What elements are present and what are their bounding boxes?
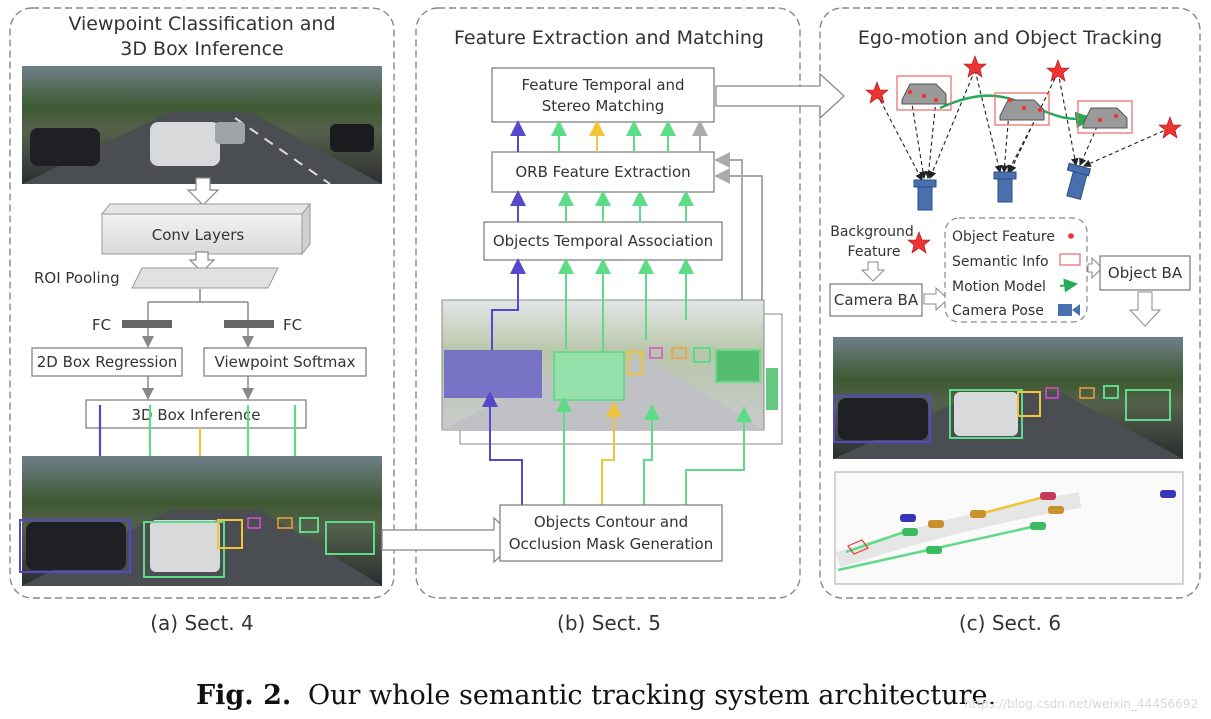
conv-layers-block: Conv Layers <box>100 202 312 256</box>
object-ba-label: Object BA <box>1108 264 1183 282</box>
tracking-result-photo <box>833 337 1183 459</box>
roi-pooling-block <box>131 267 279 289</box>
legend-box <box>944 217 1088 323</box>
background-feature-line2: Feature <box>848 244 901 260</box>
contour-mask-node <box>499 504 723 562</box>
conv-layers-label: Conv Layers <box>152 226 245 244</box>
right-arrow-icon <box>923 286 949 312</box>
legend-camera-pose: Camera Pose <box>952 303 1044 319</box>
fc-left-label: FC <box>92 316 111 334</box>
box-inference-node <box>85 399 307 429</box>
temporal-matching-line1: Feature Temporal and <box>521 76 684 94</box>
temporal-matching-line2: Stereo Matching <box>542 97 665 115</box>
background-feature-line1: Background <box>830 224 914 240</box>
contour-mask-line2: Occlusion Mask Generation <box>509 535 714 553</box>
motion-arrow-icon <box>1059 278 1078 293</box>
fc-left-block <box>122 320 172 328</box>
road-photo-input <box>22 66 382 185</box>
masked-road-photo <box>442 347 778 430</box>
tracking-illustration <box>865 55 1182 211</box>
temporal-matching-node <box>491 67 715 123</box>
camera-icon <box>1058 304 1080 316</box>
right-arrow-icon <box>1087 256 1103 280</box>
panel-a-title-line2: 3D Box Inference <box>120 38 283 60</box>
camera-ba-label: Camera BA <box>834 291 919 309</box>
panel-b-label: (b) Sect. 5 <box>557 611 661 635</box>
viewpoint-softmax-node <box>203 347 367 377</box>
panel-c-title: Ego-motion and Object Tracking <box>858 27 1162 49</box>
down-arrow-icon <box>188 251 216 273</box>
figure-caption: Our whole semantic tracking system archi… <box>308 680 996 711</box>
panel-b-title: Feature Extraction and Matching <box>454 27 764 49</box>
star-icon <box>907 231 931 254</box>
arrow-b-to-c <box>715 72 845 120</box>
orb-extraction-node <box>491 151 715 193</box>
top-view-trajectory-map <box>834 471 1184 585</box>
legend-motion-model: Motion Model <box>952 279 1046 295</box>
road-photo-detections <box>19 456 382 586</box>
panel-a-label: (a) Sect. 4 <box>150 611 254 635</box>
box-regression-node <box>31 347 183 377</box>
down-arrow-icon <box>860 261 886 282</box>
roi-pooling-label: ROI Pooling <box>34 269 120 287</box>
panel-a-title-line1: Viewpoint Classification and <box>68 13 335 35</box>
feature-dot-icon <box>1068 233 1074 239</box>
object-ba-node <box>1099 255 1191 291</box>
box-inference-label: 3D Box Inference <box>131 406 260 424</box>
contour-mask-line1: Objects Contour and <box>534 513 688 531</box>
down-arrow-icon <box>1128 291 1162 327</box>
semantic-box-icon <box>1059 253 1081 266</box>
orb-extraction-label: ORB Feature Extraction <box>515 163 690 181</box>
watermark-text: https://blog.csdn.net/weixin_44456692 <box>964 697 1198 711</box>
temporal-association-label: Objects Temporal Association <box>493 232 713 250</box>
legend-semantic-info: Semantic Info <box>952 254 1049 270</box>
legend-object-feature: Object Feature <box>952 229 1055 245</box>
figure-number: Fig. 2. <box>196 680 291 711</box>
down-arrow-icon <box>186 177 220 206</box>
panel-c-label: (c) Sect. 6 <box>959 611 1061 635</box>
fc-right-label: FC <box>283 316 302 334</box>
box-regression-label: 2D Box Regression <box>37 353 178 371</box>
viewpoint-softmax-label: Viewpoint Softmax <box>215 353 356 371</box>
camera-ba-node <box>829 283 923 317</box>
fc-right-block <box>224 320 274 328</box>
